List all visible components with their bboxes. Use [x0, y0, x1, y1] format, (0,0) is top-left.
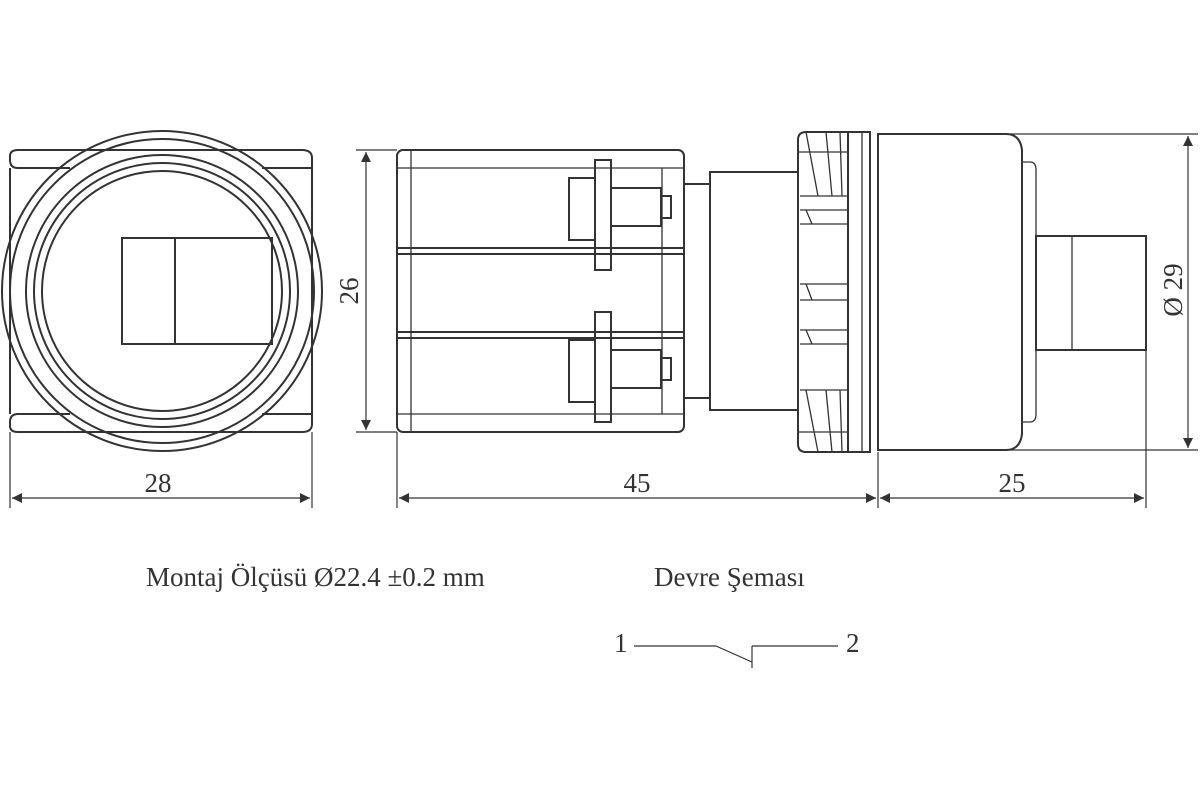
dimensions: 28 45 25 26 Ø 29	[9, 133, 1198, 508]
side-view-body	[396, 149, 799, 433]
dim-cap-length: 25	[999, 468, 1026, 498]
mounting-dimension-label: Montaj Ölçüsü Ø22.4 ±0.2 mm	[146, 562, 485, 592]
circuit-diagram-title: Devre Şeması	[654, 562, 805, 592]
dim-cap-diameter: Ø 29	[1158, 263, 1188, 316]
side-view-cap	[797, 131, 1147, 453]
terminal-2-label: 2	[846, 628, 860, 658]
front-view	[1, 130, 323, 452]
dim-front-width: 28	[145, 468, 172, 498]
circuit-symbol: 1 2	[614, 628, 860, 668]
switch-contact	[715, 645, 753, 663]
dim-side-height: 26	[334, 278, 364, 305]
dim-body-length: 45	[624, 468, 651, 498]
terminal-1-label: 1	[614, 628, 628, 658]
